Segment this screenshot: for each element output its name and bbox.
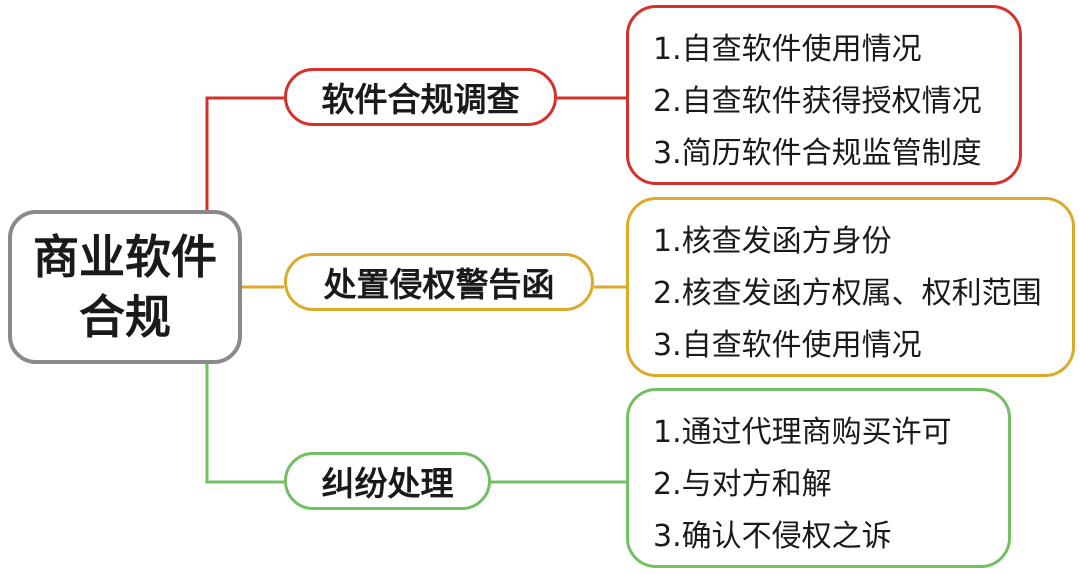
detail-item: 1.自查软件使用情况: [653, 32, 922, 67]
branch-node-software-compliance-audit: 软件合规调查: [284, 68, 557, 126]
detail-item: 3.确认不侵权之诉: [653, 519, 892, 554]
branch-node-dispute-handling: 纠纷处理: [284, 452, 491, 510]
root-topic-node: 商业软件 合规: [8, 210, 242, 364]
detail-item: 2.核查发函方权属、权利范围: [653, 276, 1042, 311]
detail-item: 1.通过代理商购买许可: [653, 415, 952, 450]
detail-item: 1.核查发函方身份: [653, 224, 892, 259]
detail-item: 3.自查软件使用情况: [653, 328, 922, 363]
detail-item: 2.与对方和解: [653, 467, 832, 502]
branch-node-infringement-warning-letter: 处置侵权警告函: [284, 253, 594, 311]
detail-item: 2.自查软件获得授权情况: [653, 84, 982, 119]
detail-item: 3.简历软件合规监管制度: [653, 136, 982, 171]
details-box-dispute-handling: 1.通过代理商购买许可 2.与对方和解 3.确认不侵权之诉: [626, 388, 1011, 568]
branch-label: 纠纷处理: [321, 464, 454, 503]
connector-root-to-branch-3: [205, 364, 284, 484]
connector-root-to-branch-1: [205, 96, 284, 210]
root-topic-line-2: 合规: [79, 290, 171, 344]
branch-label: 处置侵权警告函: [323, 265, 555, 304]
details-box-infringement-warning-letter: 1.核查发函方身份 2.核查发函方权属、权利范围 3.自查软件使用情况: [626, 197, 1075, 377]
details-box-software-compliance-audit: 1.自查软件使用情况 2.自查软件获得授权情况 3.简历软件合规监管制度: [626, 5, 1022, 185]
root-topic-line-1: 商业软件: [33, 230, 217, 284]
branch-label: 软件合规调查: [321, 80, 520, 119]
